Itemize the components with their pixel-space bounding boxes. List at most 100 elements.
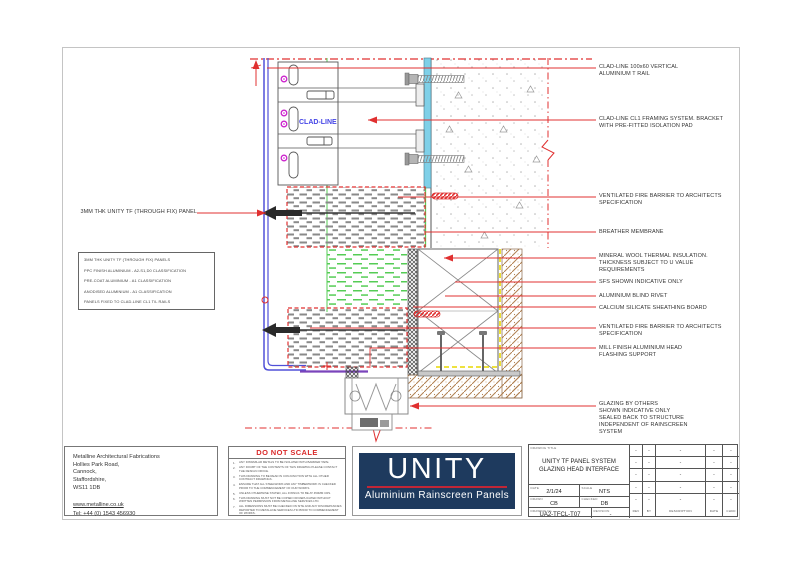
annotation-sfs: SFS SHOWN INDICATIVE ONLY <box>599 279 683 285</box>
revision-row: ----- <box>630 445 739 458</box>
scale-value: NTS <box>599 489 610 495</box>
drawn-cell: DRAWN CB <box>529 495 579 508</box>
dimension-arrow <box>250 60 262 86</box>
notes-list: 1.ANY DISSIMILAR METALS TO BE ISOLATED W… <box>229 459 345 516</box>
revision-cell: - <box>630 445 643 457</box>
revision-cell: - <box>706 469 723 481</box>
anchor-bolts <box>404 72 465 166</box>
logo-box: UNITY Aluminium Rainscreen Panels <box>352 446 522 516</box>
isolation-pad <box>423 57 432 189</box>
revision-cell: - <box>706 457 723 469</box>
note-number: 5. <box>233 491 236 496</box>
company-name: Metalline Architectural Fabrications <box>73 454 160 460</box>
annotation-t-rail: CLAD-LINE 100x60 VERTICAL ALUMINIUM T RA… <box>599 64 679 77</box>
rev-col-header: DESCRIPTION <box>656 505 706 518</box>
note-item: 5.UNLESS OTHERWISE STATED, ALL FIXINGS T… <box>233 491 342 496</box>
annotation-blind-rivet: ALUMINIUM BLIND RIVET <box>599 293 668 299</box>
drawing-no-cell: DRAWING No. UA2-TFCL-T07 <box>529 507 591 518</box>
revision-cell: - <box>730 484 732 491</box>
logo-tagline: Aluminium Rainscreen Panels <box>364 489 510 501</box>
note-item: 2.ANY DOUBT OF THE CONTENTS OF THIS DRAW… <box>233 465 342 473</box>
logo-divider <box>367 485 507 488</box>
company-website-link[interactable]: www.metalline.co.uk <box>73 501 124 508</box>
annotation-calcium-board: CALCIUM SILICATE SHEATHING BOARD <box>599 304 707 311</box>
checked-value: DB <box>600 500 609 507</box>
rev-col-header: REV <box>630 505 643 518</box>
note-number: 1. <box>233 461 236 465</box>
note-text: THIS DRAWING MUST NOT BE COPIED OR REPLI… <box>239 495 331 504</box>
revision-cell: - <box>656 493 706 506</box>
date-label: DATE <box>530 485 540 490</box>
title-block: DRAWING TITLE UNITY TF PANEL SYSTEM GLAZ… <box>528 444 739 518</box>
fire-barrier-upper <box>262 186 459 248</box>
revision-cell: - <box>643 457 656 469</box>
spec-line: PANELS FIXED TO CLAD-LINE CL1 T/L RAILS <box>84 299 171 305</box>
note-text: ENSURE THAT ALL STEELWORK AND ANY TIMBER… <box>239 482 336 490</box>
do-not-scale-header: DO NOT SCALE <box>229 447 345 459</box>
revision-cell: - <box>656 457 706 469</box>
sheet-border <box>62 47 740 520</box>
drawing-title-label: DRAWING TITLE <box>530 445 557 450</box>
note-text: ANY DISSIMILAR METALS TO BE ISOLATED WIT… <box>239 460 330 464</box>
cladline-rail: CLAD-LINE <box>277 61 425 186</box>
revision-row: ----- <box>630 457 739 470</box>
revision-cell: - <box>630 481 643 493</box>
revision-value: - <box>609 511 612 518</box>
note-item: 6.THIS DRAWING MUST NOT BE COPIED OR REP… <box>233 495 342 504</box>
scale-label: SCALE <box>581 485 593 490</box>
mineral-wool-zone <box>327 249 407 307</box>
company-address-line: Cannock, <box>73 469 97 476</box>
note-item: 4.ENSURE THAT ALL STEELWORK AND ANY TIMB… <box>233 482 342 490</box>
revision-row: ----- <box>630 469 739 482</box>
revision-cell: - <box>706 445 723 457</box>
glazing-frame <box>344 366 409 431</box>
annotation-unity-panel: 3MM THK UNITY TF (THROUGH FIX) PANEL <box>80 209 197 215</box>
annotation-fire-barrier-1: VENTILATED FIRE BARRIER TO ARCHITECTS SP… <box>599 193 722 206</box>
annotation-cl1-framing: CLAD-LINE CL1 FRAMING SYSTEM. BRACKET WI… <box>599 116 724 129</box>
blind-rivet <box>431 192 459 200</box>
scale-cell: SCALE NTS <box>579 484 629 496</box>
head-flashing-support <box>417 331 521 377</box>
revision-cell: - <box>730 460 732 467</box>
rev-col-header: DATE <box>706 505 723 518</box>
airflow-arrow <box>262 323 300 337</box>
drawn-value: CB <box>550 500 558 507</box>
checked-cell: CHECKED DB <box>579 495 629 507</box>
revision-cell: - <box>656 481 706 493</box>
revision-table-header: REV BY DESCRIPTION DATE CHKD <box>630 505 739 518</box>
drawing-title-line1: UNITY TF PANEL SYSTEM <box>542 459 616 465</box>
airflow-arrow <box>262 206 302 220</box>
note-number: 2. <box>233 466 236 471</box>
revision-table-body: ------------------------- <box>630 445 739 506</box>
notes-box: DO NOT SCALE 1.ANY DISSIMILAR METALS TO … <box>228 446 346 516</box>
note-number: 6. <box>233 496 236 501</box>
revision-cell: - <box>730 472 732 479</box>
drawing-no-label: DRAWING No. <box>530 508 553 513</box>
dpc-line <box>436 249 501 368</box>
concrete-structure <box>430 58 548 248</box>
revision-cell-main: REVISION - <box>591 507 629 518</box>
annotation-mineral-wool: MINERAL WOOL THERMAL INSULATION. THICKNE… <box>599 253 708 273</box>
note-item: 1.ANY DISSIMILAR METALS TO BE ISOLATED W… <box>233 460 342 465</box>
revision-cell: - <box>643 469 656 481</box>
revision-cell: - <box>630 457 643 469</box>
blind-rivet <box>413 310 441 318</box>
cladline-label: CLAD-LINE <box>299 119 337 126</box>
revision-cell: - <box>730 448 732 454</box>
revision-cell: - <box>656 469 706 481</box>
revision-row: ----- <box>630 481 739 494</box>
spec-line: 3MM THK UNITY TF (THROUGH FIX) PANELS <box>84 257 171 262</box>
revision-cell: - <box>643 445 656 457</box>
revision-cell: - <box>643 493 656 506</box>
checked-label: CHECKED <box>581 497 598 501</box>
company-address-line: WS11 1DB <box>73 484 101 491</box>
annotation-head-flashing: MILL FINISH ALUMINIUM HEAD FLASHING SUPP… <box>599 345 683 358</box>
note-item: 7.ALL DIMENSIONS MUST BE CHECKED ON SITE… <box>233 504 342 516</box>
company-info-box: Metalline Architectural Fabrications Hol… <box>64 446 218 517</box>
drawn-label: DRAWN <box>530 497 543 501</box>
revision-cell: - <box>656 445 706 457</box>
bracket-arms <box>338 87 420 149</box>
logo-wordmark: UNITY <box>387 453 487 485</box>
